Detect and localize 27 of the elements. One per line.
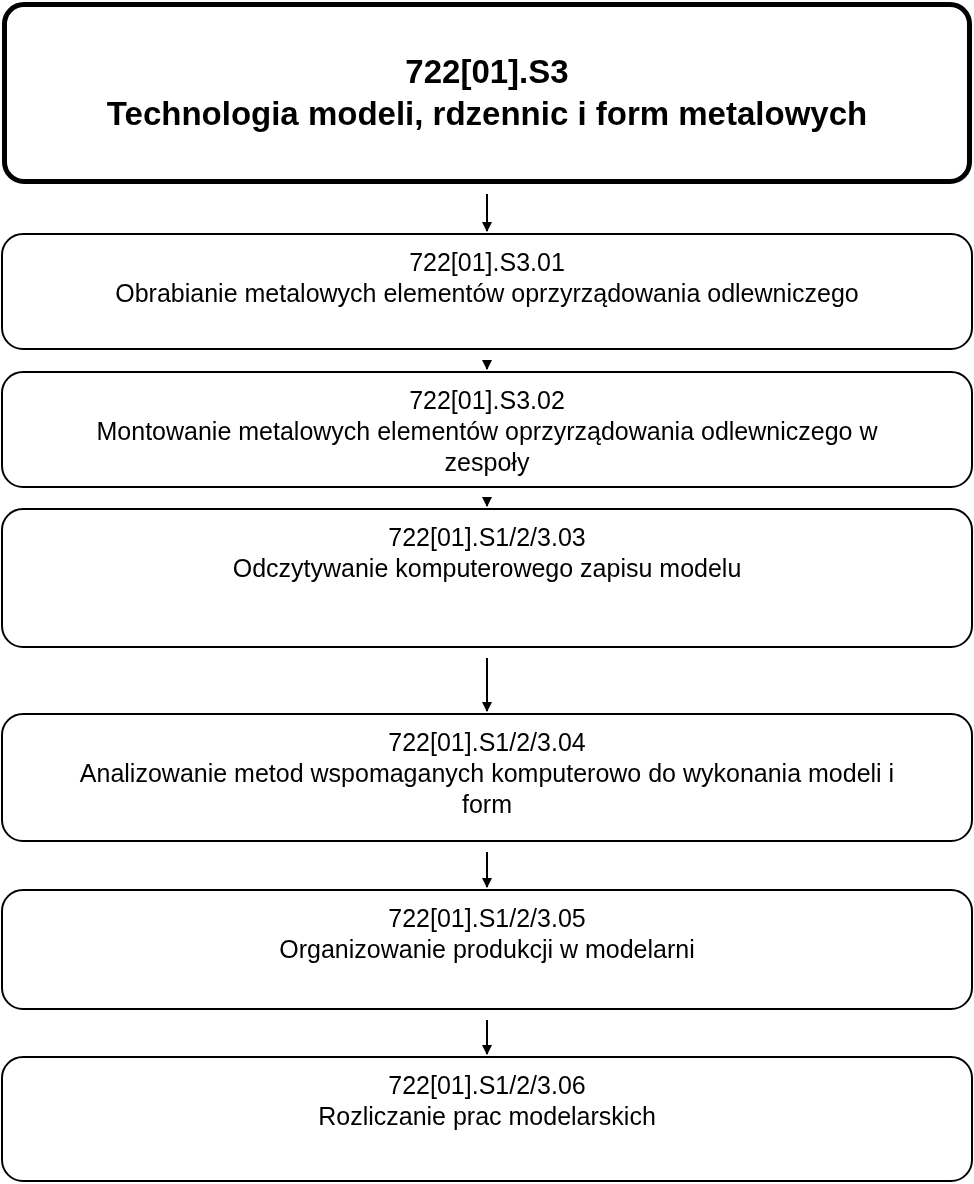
module-code: 722[01].S1/2/3.04: [387, 727, 587, 758]
module-title: Organizowanie produkcji w modelarni: [278, 934, 696, 965]
module-code: 722[01].S3.02: [408, 385, 566, 416]
module-title: Montowanie metalowych elementów oprzyrządowania odlewniczego w zespoły: [95, 416, 879, 478]
module-code: 722[01].S1/2/3.03: [387, 522, 587, 553]
module-code: 722[01].S1/2/3.06: [387, 1070, 587, 1101]
arrow: [482, 497, 492, 507]
module-title: Technologia modeli, rdzennic i form metalowych: [105, 94, 869, 134]
module-box: [1, 233, 973, 350]
module-title: Rozliczanie prac modelarskich: [317, 1101, 657, 1132]
module-title: Obrabianie metalowych elementów oprzyrządowania odlewniczego: [114, 278, 860, 309]
arrow: [482, 1019, 492, 1055]
module-box: [1, 713, 973, 842]
module-box: [1, 508, 973, 648]
arrow: [482, 193, 492, 232]
module-code: 722[01].S1/2/3.05: [387, 903, 587, 934]
module-box: [1, 1056, 973, 1182]
module-code: 722[01].S3.01: [408, 247, 566, 278]
module-title: Analizowanie metod wspomaganych komputerowo do wykonania modeli i form: [78, 758, 896, 820]
module-code: 722[01].S3: [404, 52, 570, 92]
arrow: [482, 359, 492, 370]
module-box: [1, 371, 973, 488]
module-box: [1, 889, 973, 1010]
arrow: [482, 851, 492, 888]
module-title: Odczytywanie komputerowego zapisu modelu: [231, 553, 743, 584]
title-box: [2, 2, 972, 184]
arrow: [482, 657, 492, 712]
